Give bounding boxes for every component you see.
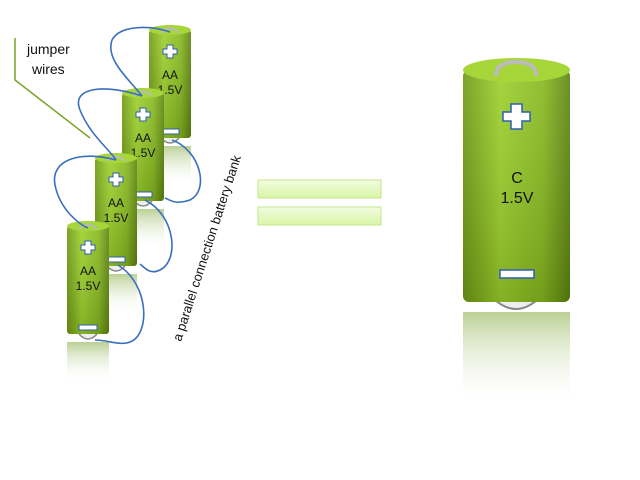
plus-icon bbox=[162, 44, 178, 59]
aa-battery-bottom-terminal bbox=[78, 333, 98, 340]
plus-icon bbox=[80, 240, 96, 255]
aa-battery-type: AA bbox=[162, 68, 178, 82]
aa-battery-type: AA bbox=[80, 264, 96, 278]
equals-bar-bottom bbox=[257, 206, 382, 226]
aa-battery-reflection bbox=[67, 342, 109, 382]
minus-icon bbox=[499, 269, 535, 279]
minus-icon bbox=[106, 256, 126, 263]
aa-battery: AA1.5V bbox=[67, 221, 109, 382]
wire-bot-1-2 bbox=[164, 139, 202, 203]
c-battery-voltage: 1.5V bbox=[501, 190, 534, 207]
aa-battery-top-terminal bbox=[160, 27, 180, 34]
c-battery-bottom-terminal bbox=[494, 299, 538, 310]
aa-battery-type: AA bbox=[108, 196, 124, 210]
leader-line bbox=[14, 38, 91, 139]
aa-battery-top-terminal bbox=[78, 223, 98, 230]
aa-battery-voltage: 1.5V bbox=[104, 211, 129, 225]
wire-bot-3-4 bbox=[94, 264, 145, 345]
equals-sign bbox=[257, 179, 382, 226]
aa-battery-top bbox=[122, 88, 164, 98]
jumper-wires bbox=[53, 26, 202, 345]
aa-battery-type: AA bbox=[135, 131, 151, 145]
aa-battery-top bbox=[95, 153, 137, 163]
jumper-label-line2: wires bbox=[31, 61, 65, 77]
wire-top-2-3 bbox=[77, 88, 143, 161]
plus-icon bbox=[135, 107, 151, 122]
wire-bot-2-3 bbox=[139, 199, 173, 273]
aa-battery: AA1.5V bbox=[149, 25, 191, 186]
aa-battery-voltage: 1.5V bbox=[76, 279, 101, 293]
c-battery-type: C bbox=[511, 170, 523, 187]
wire-top-1-2 bbox=[109, 26, 171, 97]
aa-battery-top-terminal bbox=[106, 155, 126, 162]
minus-icon bbox=[78, 324, 98, 331]
wire-top-3-4 bbox=[53, 155, 117, 229]
aa-battery-voltage: 1.5V bbox=[131, 146, 156, 160]
aa-battery-top bbox=[67, 221, 109, 231]
c-battery-top-terminal bbox=[494, 59, 538, 77]
c-battery-top bbox=[463, 58, 570, 82]
equals-bar-top bbox=[257, 179, 382, 199]
aa-battery-top bbox=[149, 25, 191, 35]
jumper-label-line1: jumper bbox=[26, 41, 70, 57]
plus-icon bbox=[108, 172, 124, 187]
c-battery-reflection bbox=[463, 312, 570, 407]
plus-icon bbox=[502, 103, 531, 130]
c-battery: C 1.5V bbox=[463, 58, 570, 407]
